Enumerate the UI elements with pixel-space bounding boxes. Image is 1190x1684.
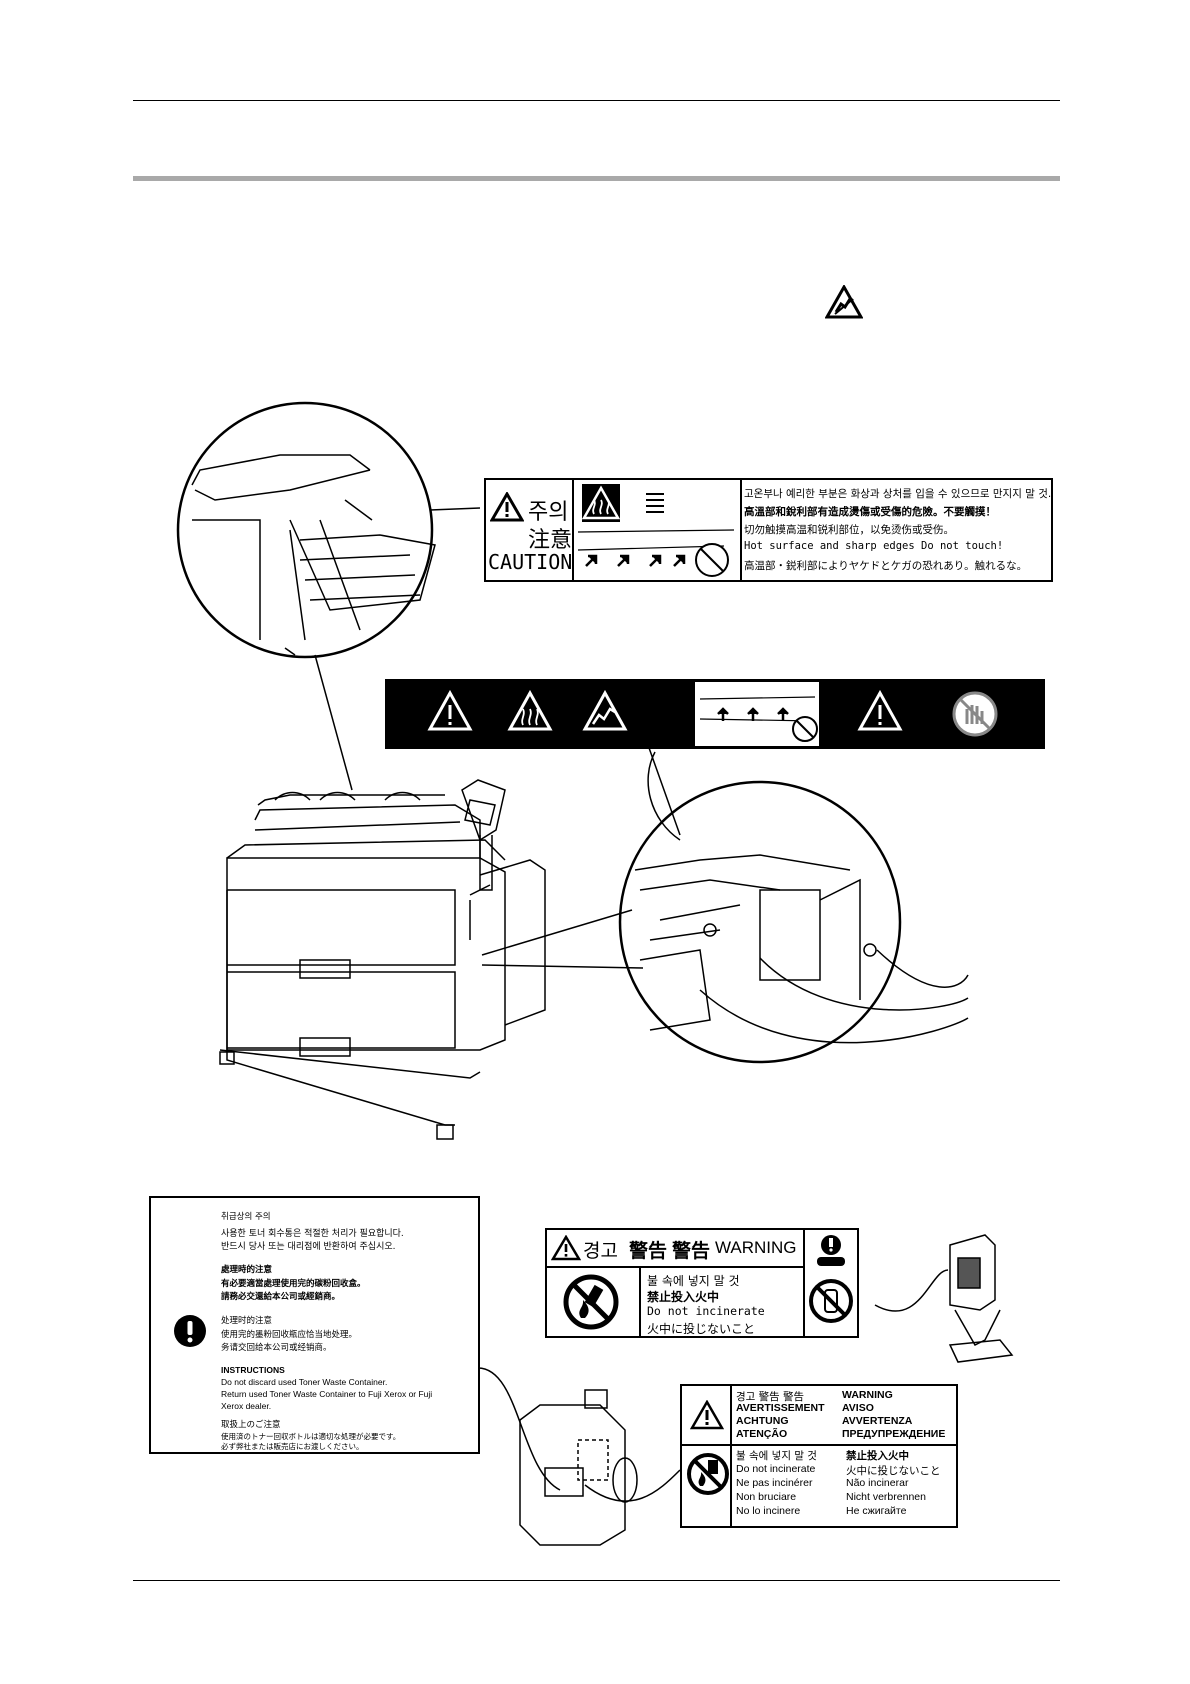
waste-body-2-3: Não incinerar <box>846 1477 909 1489</box>
caution-heading-ko: 주의 <box>528 500 569 525</box>
notice-en-line-2: Return used Toner Waste Container to Fuj… <box>221 1389 433 1399</box>
section-rule <box>133 176 1060 181</box>
waste-header-col2-2: AVISO <box>842 1402 874 1414</box>
caution-heading-zh: 注意 <box>528 528 573 553</box>
notice-en-line-3: Xerox dealer. <box>221 1401 272 1411</box>
waste-header-2: AVERTISSEMENT <box>736 1402 825 1414</box>
warning-triangle-icon <box>551 1235 581 1261</box>
no-fire-icon <box>809 1279 853 1323</box>
waste-body-1-4: Non bruciare <box>736 1491 797 1503</box>
hot-surface-icon <box>507 689 553 731</box>
mandatory-icon <box>817 1235 845 1266</box>
caution-line-5: 高温部・鋭利部によりヤケドとケガの恐れあり。触れるな。 <box>744 560 1028 572</box>
waste-body-1-2: Do not incinerate <box>736 1463 816 1475</box>
mandatory-icon <box>174 1315 206 1347</box>
warning-triangle-icon <box>857 689 903 731</box>
caution-line-2: 高溫部和銳利部有造成燙傷或受傷的危險。不要觸摸！ <box>744 506 996 518</box>
waste-body-2-2: 火中に投じないこと <box>846 1465 941 1477</box>
notice-ko-line-2: 반드시 당사 또는 대리점에 반환하여 주십시오. <box>221 1242 396 1252</box>
hot-surface-icon <box>577 484 735 577</box>
toner-header-cn: 警告 <box>672 1240 711 1262</box>
caution-pictogram <box>574 480 742 580</box>
no-fire-icon <box>687 1453 729 1495</box>
waste-body-1-1: 불 속에 넣지 말 것 <box>736 1450 817 1462</box>
waste-header-col2-4: ПРЕДУПРЕЖДЕНИЕ <box>842 1428 946 1440</box>
caution-line-3: 切勿触摸高温和锐利部位，以免烫伤或受伤。 <box>744 524 954 536</box>
notice-jp-line-1: 使用済のトナー回収ボトルは適切な処理が必要です。 <box>221 1432 401 1441</box>
footer-rule <box>133 1580 1060 1581</box>
waste-body-2-1: 禁止投入火中 <box>846 1450 909 1462</box>
waste-header-1: 경고 警告 警告 <box>736 1391 804 1403</box>
header-rule <box>133 100 1060 101</box>
waste-body-2-5: Не сжигайте <box>846 1505 907 1517</box>
waste-header-3: ACHTUNG <box>736 1415 789 1427</box>
caution-line-4: Hot surface and sharp edges Do not touch… <box>744 540 1004 552</box>
notice-en-line-1: Do not discard used Toner Waste Containe… <box>221 1377 388 1387</box>
toner-line-3: Do not incinerate <box>647 1304 765 1318</box>
toner-warning-label: 경고 警告 警告 WARNING 불 속에 넣지 말 것 禁止投入火中 Do n… <box>545 1228 859 1338</box>
notice-tw-title: 處理時的注意 <box>221 1265 273 1275</box>
warning-pictogram-band <box>385 679 1045 749</box>
caution-label: 주의 注意 CAUTION 고온부나 예리한 부분은 화상과 상처를 입을 수 … <box>484 478 1053 582</box>
toner-header-tw: 警告 <box>629 1240 668 1262</box>
no-touch-icon <box>952 691 998 737</box>
caution-line-1: 고온부나 예리한 부분은 화상과 상처를 입을 수 있으므로 만지지 말 것. <box>744 488 1052 500</box>
waste-body-2-4: Nicht verbrennen <box>846 1491 926 1503</box>
waste-body-1-3: Ne pas incinérer <box>736 1477 813 1489</box>
toner-line-1: 불 속에 넣지 말 것 <box>647 1274 740 1288</box>
notice-tw-line-2: 請務必交還給本公司或經銷商。 <box>221 1292 341 1302</box>
warning-triangle-icon <box>490 492 524 522</box>
handling-notice-label: 취급상의 주의 사용한 토너 회수통은 적절한 처리가 필요합니다. 반드시 당… <box>149 1196 480 1454</box>
esd-icon <box>582 689 628 731</box>
notice-ko-line-1: 사용한 토너 회수통은 적절한 처리가 필요합니다. <box>221 1229 404 1239</box>
toner-header-ko: 경고 <box>583 1240 618 1262</box>
toner-header-en: WARNING <box>715 1238 797 1257</box>
sharp-edge-pictogram <box>695 682 819 746</box>
no-fire-icon <box>563 1274 619 1330</box>
waste-warning-label: 경고 警告 警告 AVERTISSEMENT ACHTUNG ATENÇÃO W… <box>680 1384 958 1528</box>
notice-tw-line-1: 有必要適當處理使用完的碳粉回收盒。 <box>221 1279 366 1289</box>
notice-cn-line-1: 使用完的墨粉回收瓶应恰当地处理。 <box>221 1330 358 1340</box>
warning-triangle-icon <box>690 1400 724 1430</box>
notice-jp-title: 取扱上のご注意 <box>221 1420 281 1430</box>
toner-line-2: 禁止投入火中 <box>647 1290 720 1304</box>
notice-en-title: INSTRUCTIONS <box>221 1365 285 1375</box>
waste-header-col2-3: AVVERTENZA <box>842 1415 913 1427</box>
waste-body-1-5: No lo incinere <box>736 1505 801 1517</box>
notice-cn-line-2: 务请交回给本公司或经销商。 <box>221 1343 332 1353</box>
notice-ko-title: 취급상의 주의 <box>221 1212 271 1222</box>
notice-cn-title: 处理时的注意 <box>221 1316 273 1326</box>
notice-jp-line-2: 必ず弊社または販売店にお渡しください。 <box>221 1442 364 1451</box>
warning-triangle-icon <box>427 689 473 731</box>
caution-heading-en: CAUTION <box>488 550 573 574</box>
esd-icon <box>825 285 863 319</box>
waste-header-4: ATENÇÃO <box>736 1428 788 1440</box>
toner-line-4: 火中に投じないこと <box>647 1322 756 1336</box>
waste-header-col2-1: WARNING <box>842 1389 893 1401</box>
